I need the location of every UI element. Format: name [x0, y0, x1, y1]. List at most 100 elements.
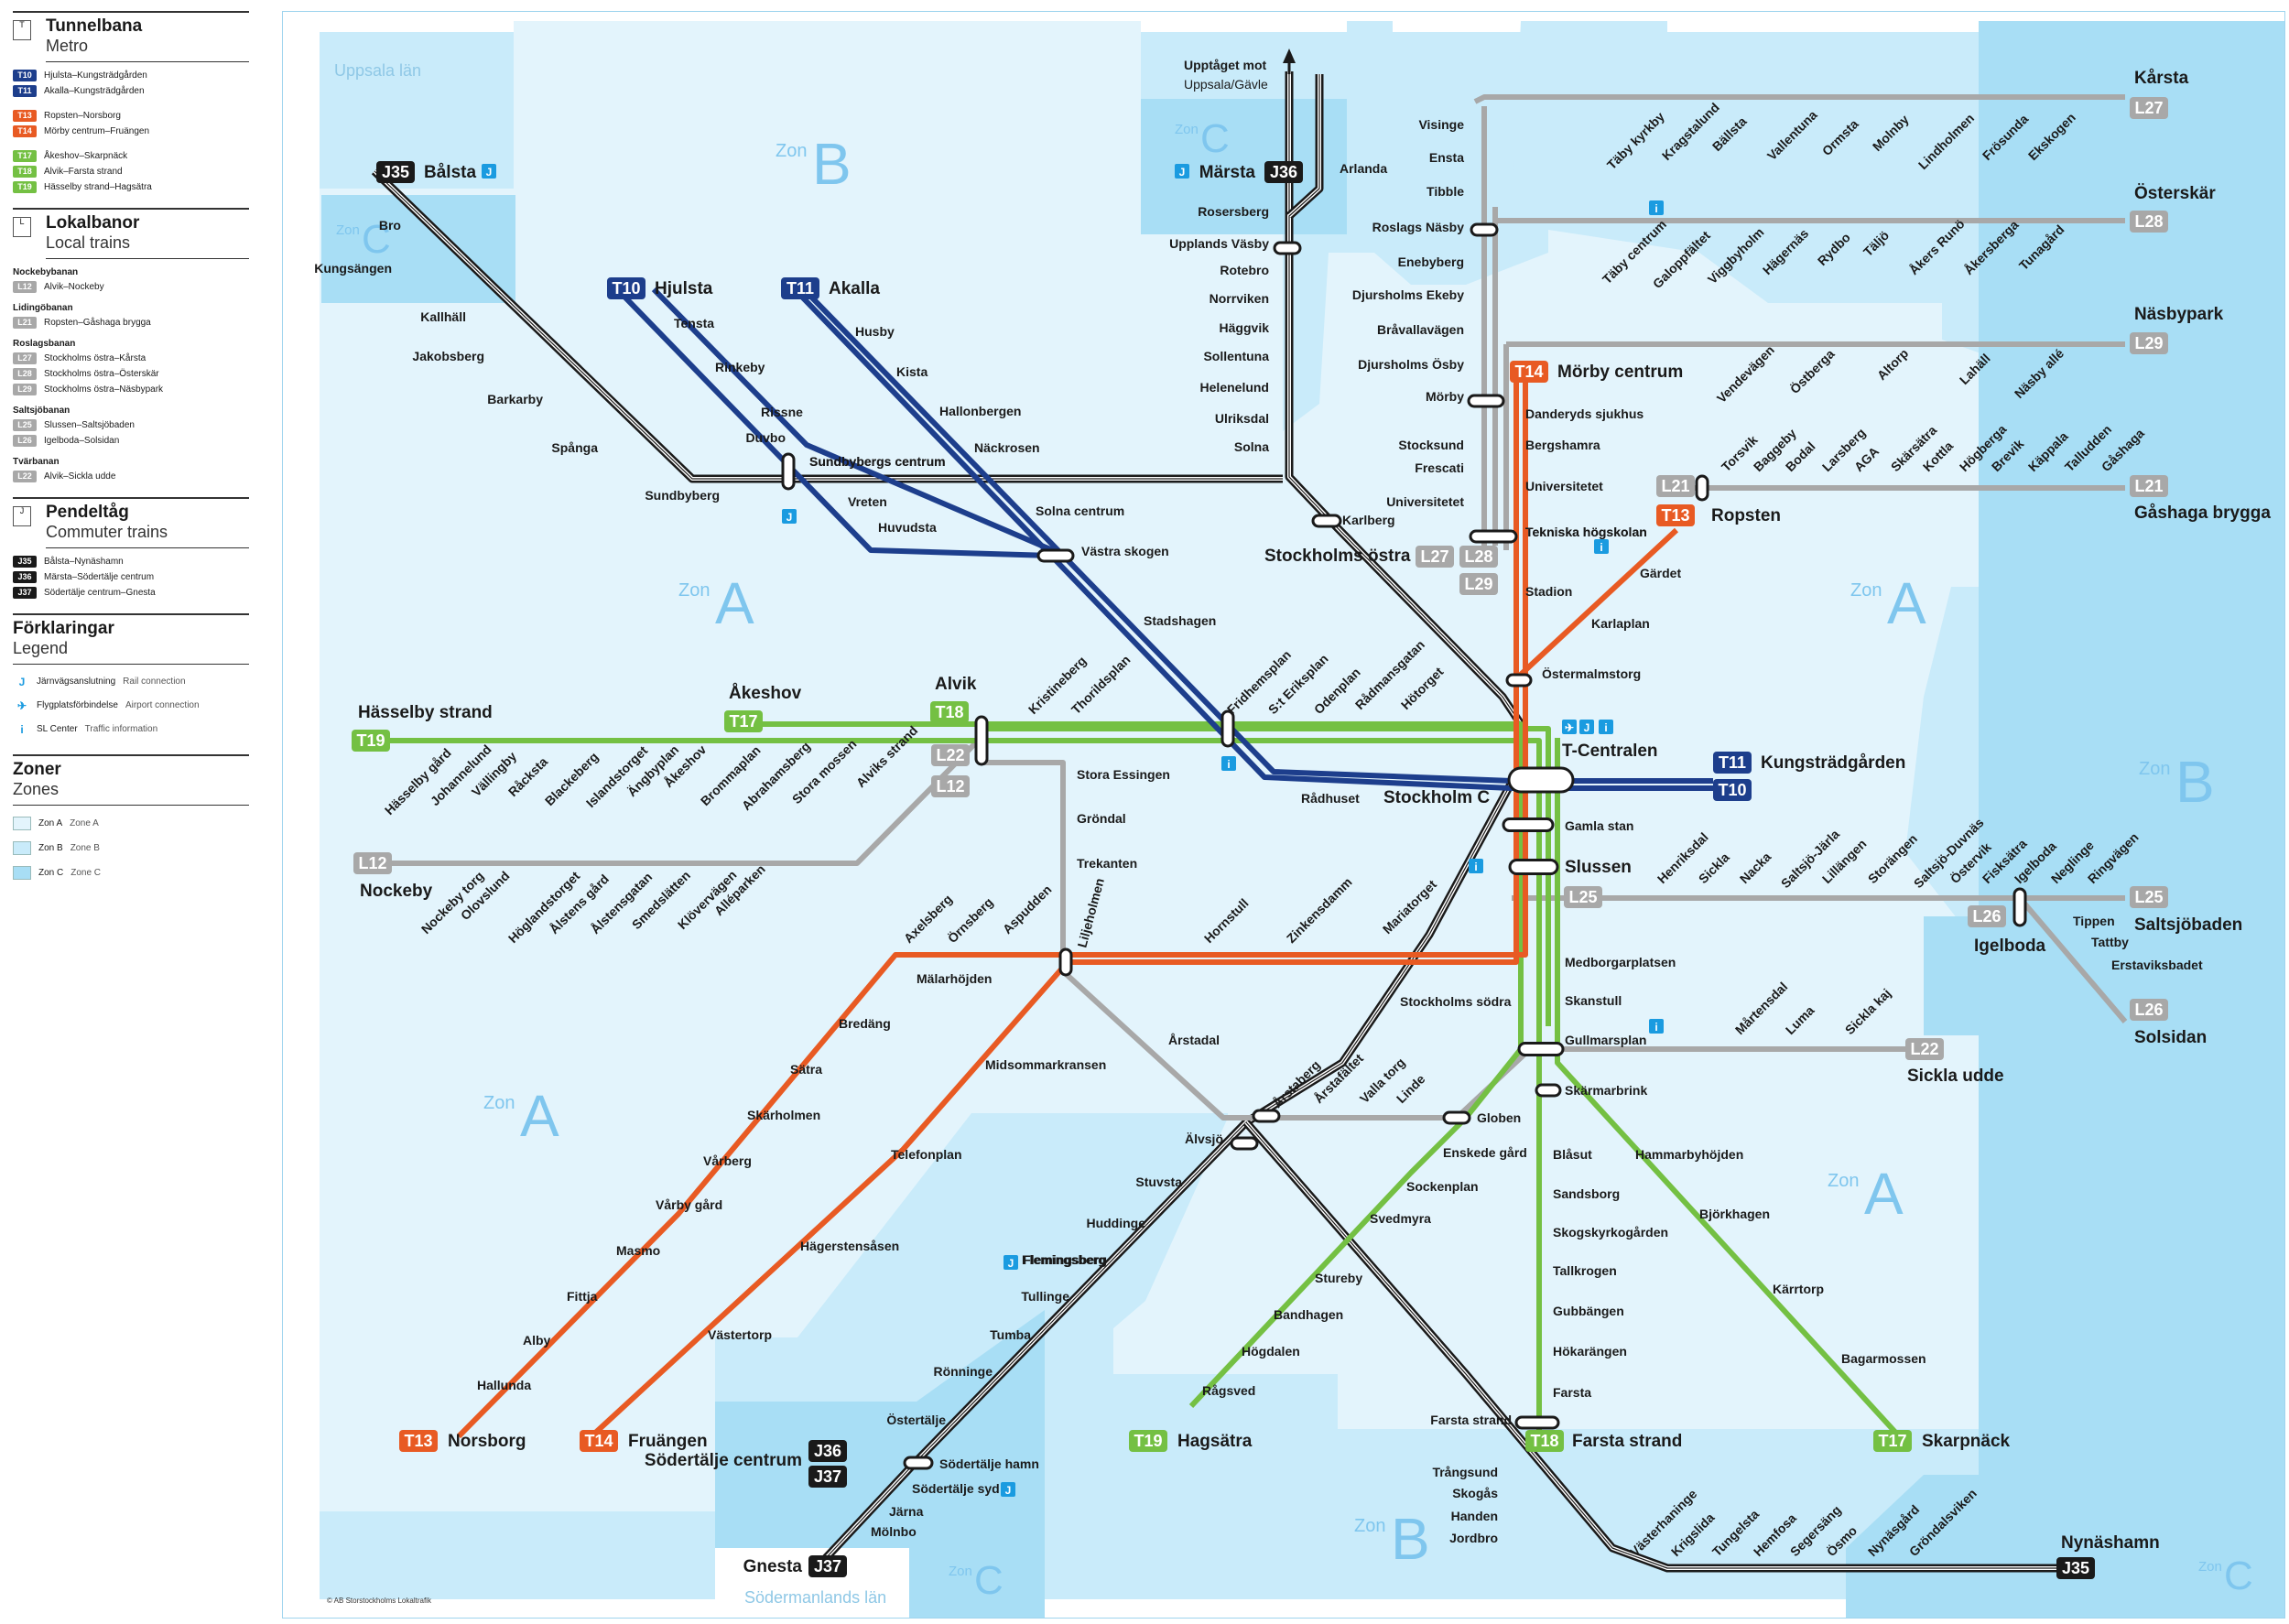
station-label: Vreten [848, 494, 887, 509]
station-label: Masmo [616, 1243, 660, 1258]
info-icon-glyph: i [1600, 541, 1602, 554]
line-code-badge [1656, 475, 1695, 497]
line-code: L21 [1661, 477, 1689, 495]
line-code-badge: L22 [13, 471, 37, 482]
station-label: Kungsängen [314, 261, 392, 276]
station-label: Stockholms östra [1264, 547, 1411, 566]
copyright-text: © AB Storstockholms Lokaltrafik [327, 1597, 432, 1605]
station-label: Skärholmen [747, 1108, 820, 1122]
line-code-badge [2130, 97, 2168, 119]
rail-connection-icon-glyph: J [1179, 166, 1186, 179]
interchange-liljeholmen [1058, 947, 1073, 977]
station-label: Fittja [567, 1289, 598, 1304]
station-label: T-Centralen [1562, 742, 1658, 761]
station-label: Högdalen [1242, 1344, 1300, 1359]
line-code-badge [2130, 999, 2168, 1021]
legend-zones-title: Zoner [13, 760, 61, 779]
commuter-train-icon: J [13, 506, 31, 526]
legend-line-label: Stockholms östra–Kårsta [44, 353, 146, 363]
station-label: Universitetet [1525, 479, 1603, 493]
rail-connection-icon: J [1175, 164, 1189, 179]
station-label: Flemingsberg [1022, 1252, 1106, 1267]
info-icon: i [1469, 859, 1483, 873]
zone-b-west [320, 179, 514, 189]
badge-t17: T17 [724, 710, 763, 732]
line-code-badge [724, 710, 763, 732]
station-label: Tibble [1427, 184, 1464, 199]
rail-connection-icon: J [1579, 720, 1594, 734]
rail-j35-west-center [374, 170, 1283, 480]
line-code: T18 [1530, 1432, 1558, 1450]
zone-c-east [1846, 21, 2284, 1618]
interchange-fridhemsplan [1220, 709, 1235, 748]
interchange-t-centralen [1507, 766, 1575, 794]
info-icon-glyph: i [1474, 861, 1477, 873]
station-label: Jordbro [1449, 1531, 1498, 1545]
badge-l28: L28 [2130, 211, 2168, 233]
badge-l27: L27 [1416, 546, 1454, 568]
station-label: Österskär [2134, 184, 2216, 203]
zone-letter: C [362, 217, 391, 262]
zone-swatch [13, 841, 31, 855]
rail-connection-icon: J [782, 509, 797, 524]
station-label: Farsta strand [1430, 1413, 1512, 1427]
interchange-tekniska [1469, 529, 1518, 544]
line-code-badge [1713, 779, 1752, 801]
legend-local-subtitle: Local trains [46, 233, 249, 259]
info-icon: i [1649, 1019, 1664, 1034]
zone-areas [320, 21, 2284, 1618]
rail-connection-icon: J [482, 164, 496, 179]
station-label: Solsidan [2134, 1028, 2207, 1047]
airport-icon: ✈ [16, 699, 27, 712]
badge-j35: J35 [2056, 1557, 2095, 1579]
badge-l25: L25 [1564, 886, 1602, 908]
station-label: Åkeshov [729, 684, 802, 703]
line-code: L28 [2134, 212, 2163, 231]
line-code-badge: L26 [13, 435, 37, 447]
legend-line-label: Slussen–Saltsjöbaden [44, 420, 135, 430]
legend-line-label: Åkeshov–Skarpnäck [44, 151, 128, 161]
station-label: Globen [1477, 1110, 1521, 1125]
line-code-badge [1525, 1430, 1564, 1452]
line-l26 [2017, 896, 2128, 1023]
station-label: Häggvik [1220, 320, 1270, 335]
zone-word: Zon [1850, 580, 1882, 601]
station-label: Sollentuna [1203, 349, 1269, 363]
line-code-badge: L12 [13, 281, 37, 293]
terminus-label: Fruängen [628, 1432, 708, 1451]
legend-line-label: Märsta–Södertälje centrum [44, 572, 155, 582]
zone-letter: C [2224, 1554, 2253, 1598]
interchange-ropsten [1695, 474, 1709, 502]
badge-l12: L12 [931, 775, 970, 797]
line-code: L21 [2134, 477, 2163, 495]
legend-line-label: Stockholms östra–Näsbypark [44, 384, 164, 395]
station-label: Skanstull [1565, 993, 1622, 1008]
terminus-label: Hagsätra [1177, 1432, 1253, 1451]
terminus-label: Hjulsta [655, 279, 713, 298]
rail-connection-icon: J [1003, 1255, 1018, 1270]
station-label: Gamla stan [1565, 818, 1633, 833]
info-icon: i [1221, 756, 1236, 771]
station-label: Roslags Näsby [1372, 220, 1465, 234]
station-label: Bro [379, 218, 401, 233]
station-label: Slussen [1565, 858, 1632, 877]
station-label: Arlanda [1340, 161, 1387, 176]
legend-metro-subtitle: Metro [46, 37, 249, 62]
